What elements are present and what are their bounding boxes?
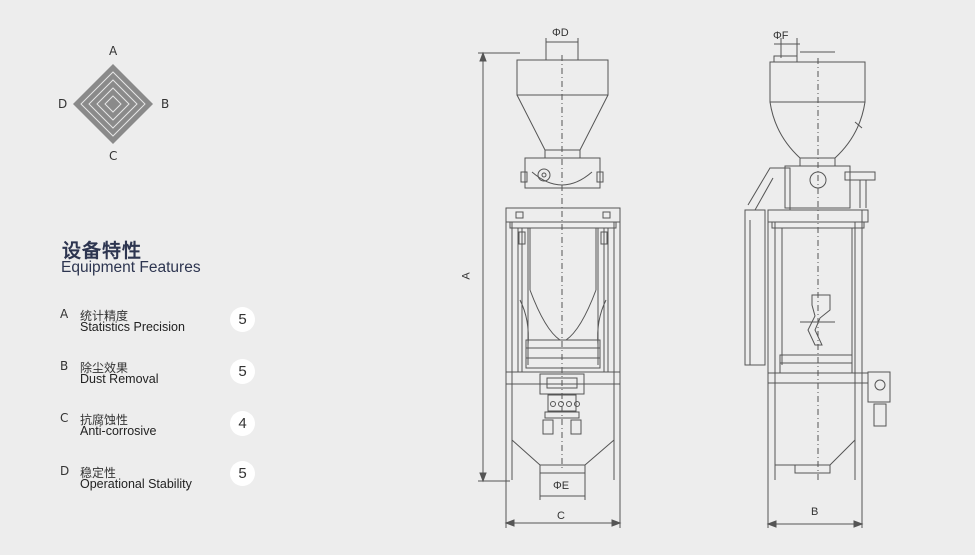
feature-item-d: D 稳定性 Operational Stability 5 <box>60 461 260 494</box>
feature-label-en: Statistics Precision <box>80 320 185 334</box>
feature-score-badge: 5 <box>230 461 255 486</box>
dimension-label-f: ΦF <box>773 30 789 42</box>
feature-score-badge: 5 <box>230 359 255 384</box>
feature-item-a: A 统计精度 Statistics Precision 5 <box>60 307 260 337</box>
section-title-cn: 设备特性 <box>62 240 143 262</box>
dimension-label-b: B <box>811 506 819 518</box>
feature-label-cn: 抗腐蚀性 <box>80 413 129 427</box>
radar-diamond <box>73 64 153 144</box>
feature-score-badge: 5 <box>230 307 255 332</box>
radar-axis-b: B <box>161 97 170 111</box>
feature-label-cn: 稳定性 <box>80 466 117 480</box>
feature-letter: D <box>60 464 70 478</box>
front-view <box>478 38 622 528</box>
feature-label-cn: 统计精度 <box>80 309 129 323</box>
feature-item-c: C 抗腐蚀性 Anti-corrosive 4 <box>60 411 260 441</box>
dimension-label-e: ΦE <box>553 480 570 492</box>
feature-item-b: B 除尘效果 Dust Removal 5 <box>60 359 260 389</box>
dimension-label-a: A <box>460 272 473 280</box>
feature-letter: B <box>60 359 69 373</box>
feature-letter: A <box>60 307 69 321</box>
side-view <box>744 38 891 528</box>
feature-label-en: Dust Removal <box>80 372 159 386</box>
dimension-label-c: C <box>557 510 565 522</box>
dimension-label-d: ΦD <box>552 27 569 39</box>
feature-score-badge: 4 <box>230 411 255 436</box>
feature-letter: C <box>60 411 69 425</box>
feature-label-en: Anti-corrosive <box>80 424 157 438</box>
feature-label-cn: 除尘效果 <box>80 361 129 375</box>
radar-chart: A B C D <box>58 40 180 165</box>
feature-label-en: Operational Stability <box>80 477 192 491</box>
section-title-en: Equipment Features <box>61 259 201 276</box>
radar-axis-a: A <box>109 44 118 58</box>
radar-axis-c: C <box>109 149 118 163</box>
radar-axis-d: D <box>58 97 68 111</box>
